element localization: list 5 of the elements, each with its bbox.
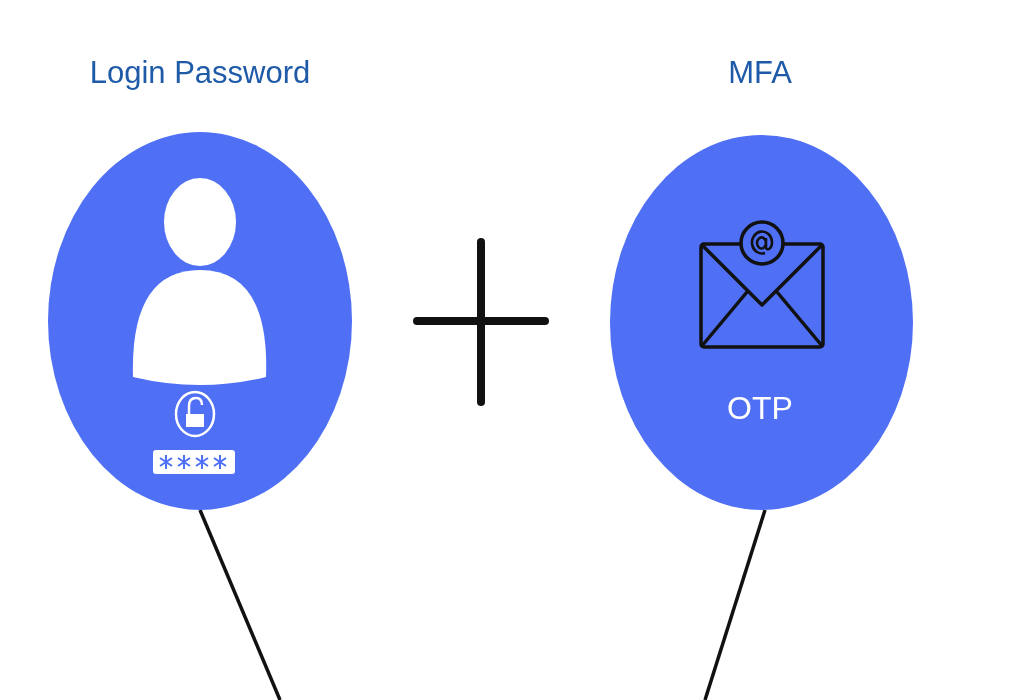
- heading: MFA: [727, 55, 793, 91]
- connector-line: [703, 509, 767, 700]
- node-label: OTP: [726, 390, 794, 427]
- heading: Login Password: [88, 55, 312, 91]
- connector-line: [198, 509, 282, 700]
